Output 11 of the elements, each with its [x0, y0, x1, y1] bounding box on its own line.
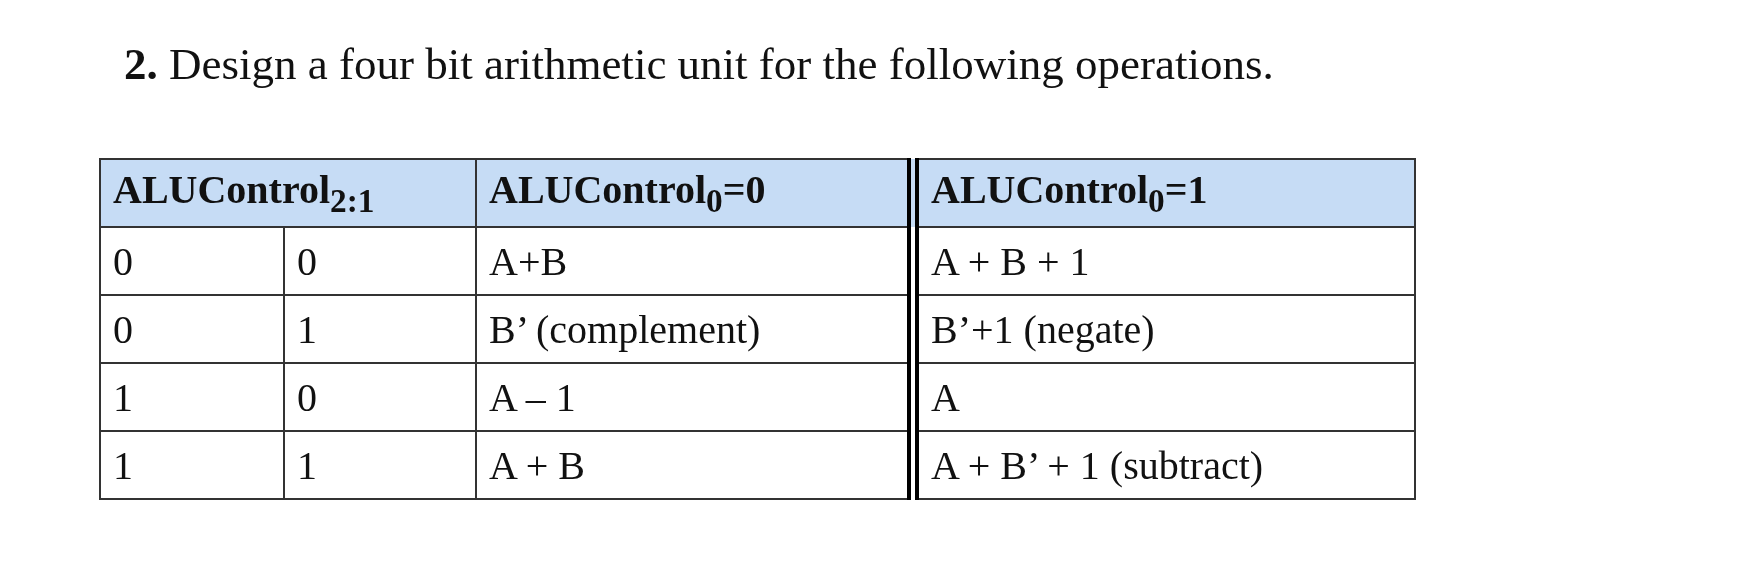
table-cell: 0: [100, 295, 284, 363]
table-cell: 1: [100, 431, 284, 499]
table-cell: 1: [284, 431, 476, 499]
header-cell: ALUControl$_{2:1}$: [100, 159, 476, 227]
question-heading: 2. Design a four bit arithmetic unit for the following operations.: [124, 38, 1274, 90]
table-cell: 0: [284, 363, 476, 431]
table-cell: 0: [284, 227, 476, 295]
table-cell: 1: [100, 363, 284, 431]
header-cell: ALUControl$_{0}$=0: [476, 159, 913, 227]
table-cell: 0: [100, 227, 284, 295]
table-cell: 1: [284, 295, 476, 363]
